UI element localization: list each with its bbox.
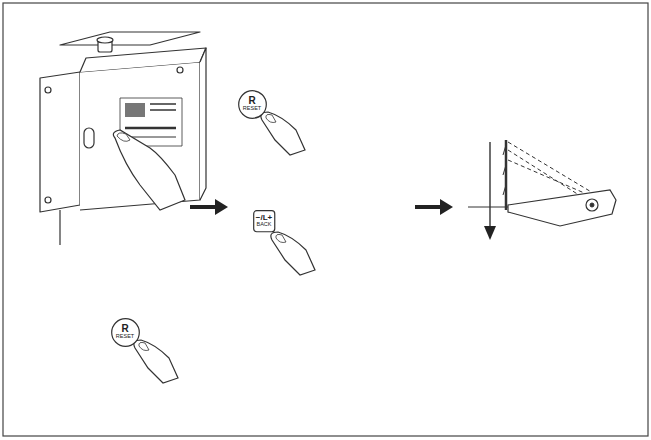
button-symbol: −/L+	[256, 214, 272, 222]
back-button: −/L+BACK	[253, 210, 275, 232]
presser-lever	[468, 140, 616, 240]
button-caption: RESET	[116, 334, 134, 340]
fingernail	[117, 133, 130, 141]
step-arrow	[190, 199, 228, 215]
control-box	[40, 32, 206, 245]
finger	[113, 130, 185, 210]
reset-button: RRESET	[238, 90, 267, 119]
reset-button: RRESET	[111, 318, 140, 347]
button-symbol: R	[121, 324, 128, 334]
button-symbol: R	[248, 96, 255, 106]
frame	[3, 3, 648, 436]
button-caption: BACK	[257, 222, 272, 228]
finger	[134, 112, 315, 383]
button-caption: RESET	[243, 106, 261, 112]
step-arrow	[415, 199, 453, 215]
